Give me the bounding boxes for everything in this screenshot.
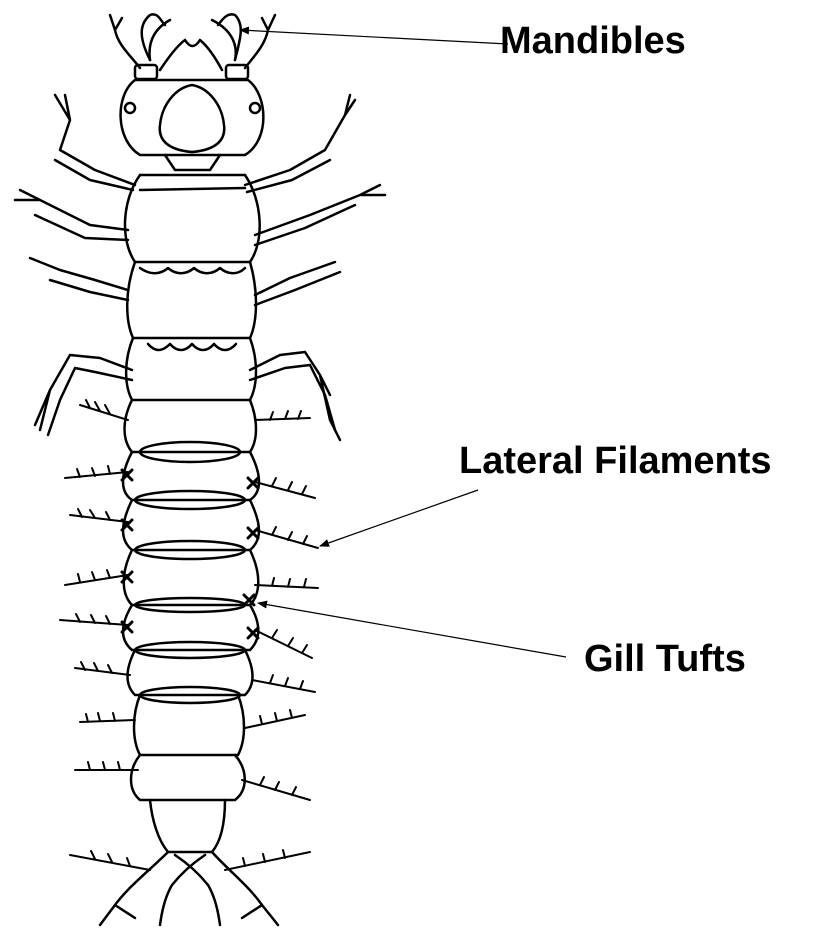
thorax-drawing	[125, 175, 260, 400]
right-filaments-drawing	[225, 411, 318, 870]
legs-drawing	[15, 95, 385, 440]
left-filaments-drawing	[60, 400, 150, 870]
lateral-filaments-label: Lateral Filaments	[459, 442, 772, 480]
abdomen-drawing	[100, 400, 278, 925]
larva-illustration	[15, 14, 385, 925]
mandibles-label: Mandibles	[500, 22, 686, 60]
pointer-lines	[240, 30, 566, 657]
head-drawing	[121, 80, 264, 170]
gill-tufts-label: Gill Tufts	[584, 640, 746, 678]
lateral-filaments-pointer	[320, 490, 478, 546]
mandibles-pointer	[240, 30, 508, 44]
mandibles-drawing	[110, 14, 275, 79]
